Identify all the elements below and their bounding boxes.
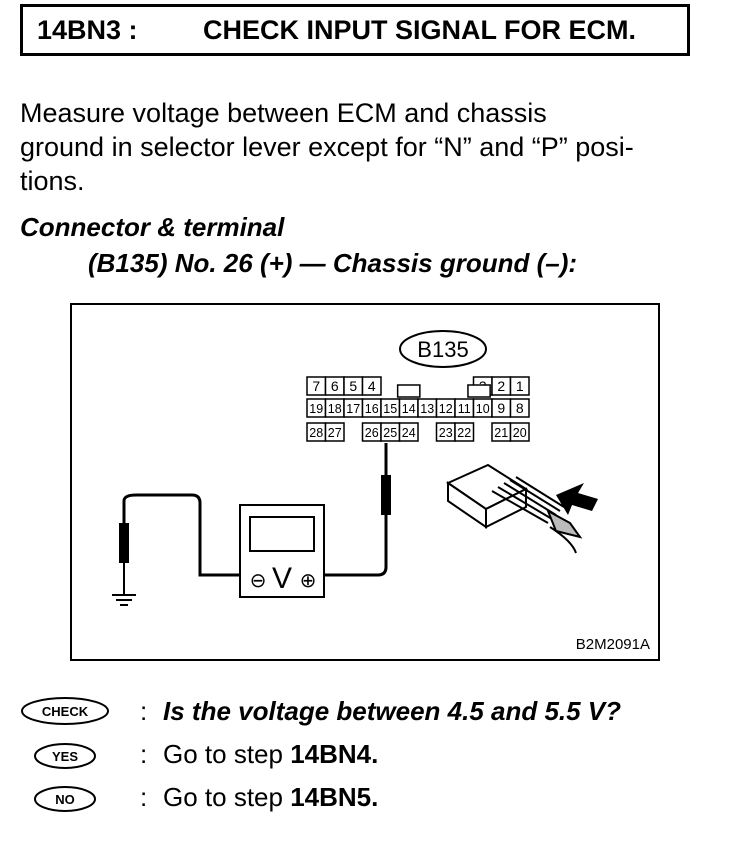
- connector-lock-tab: [467, 384, 491, 398]
- meter-plus-terminal: ⊕: [300, 568, 317, 592]
- terminal-number: 21: [494, 426, 508, 440]
- no-result: Go to step 14BN5.: [163, 782, 378, 813]
- diagram-svg: 7654321191817161514131211109828272625242…: [112, 330, 598, 606]
- terminal-number: 27: [328, 426, 342, 440]
- colon: :: [140, 782, 148, 812]
- positive-wire: [324, 515, 388, 577]
- terminal-number: 16: [365, 402, 379, 416]
- terminal-number: 8: [516, 400, 524, 416]
- instruction-line: ground in selector lever except for “N” …: [20, 132, 634, 162]
- instruction-line: tions.: [20, 166, 85, 196]
- voltmeter-icon: [239, 504, 325, 598]
- terminal-number: 10: [476, 402, 490, 416]
- probe-icon: [381, 443, 391, 515]
- terminal-cell: [361, 376, 382, 396]
- ground-symbol: [112, 563, 136, 606]
- yes-result: Go to step 14BN4.: [163, 739, 378, 770]
- yes-badge: YES: [34, 743, 96, 769]
- check-badge-label: CHECK: [42, 704, 89, 719]
- instruction-paragraph: Measure voltage between ECM and chassis …: [20, 96, 704, 198]
- connector-b135: 7654321191817161514131211109828272625242…: [306, 376, 530, 442]
- terminal-number: 2: [497, 378, 505, 394]
- check-row: CHECK : Is the voltage between 4.5 and 5…: [0, 694, 752, 734]
- terminal-cell: [509, 376, 530, 396]
- terminal-cell: [509, 422, 530, 442]
- terminal-number: 6: [331, 378, 339, 394]
- terminal-number: 12: [439, 402, 453, 416]
- instruction-line: Measure voltage between ECM and chassis: [20, 98, 547, 128]
- terminal-number: 15: [383, 402, 397, 416]
- terminal-number: 9: [497, 400, 505, 416]
- terminal-cell: [509, 398, 530, 418]
- no-row: NO : Go to step 14BN5.: [0, 780, 752, 820]
- terminal-number: 20: [513, 426, 527, 440]
- step-code: 14BN3 :: [37, 15, 138, 45]
- terminal-number: 22: [457, 426, 471, 440]
- ground-wire: [122, 493, 240, 577]
- colon: :: [140, 696, 148, 726]
- connector-label-oval: [399, 330, 487, 368]
- check-badge: CHECK: [21, 697, 109, 725]
- terminal-number: 14: [402, 402, 416, 416]
- step-title: CHECK INPUT SIGNAL FOR ECM.: [203, 15, 637, 45]
- connector-lock-tab: [396, 384, 421, 398]
- connector-heading: Connector & terminal: [20, 212, 285, 242]
- terminal-cell: [454, 422, 475, 442]
- terminal-number: 5: [349, 378, 357, 394]
- yes-step-link[interactable]: 14BN4.: [290, 739, 379, 769]
- terminal-number: 1: [516, 378, 524, 394]
- terminal-number: 26: [365, 426, 379, 440]
- arrow-icon: [556, 483, 598, 515]
- figure-id: B2M2091A: [575, 636, 650, 653]
- terminal-number: 28: [309, 426, 323, 440]
- terminal-number: 13: [420, 402, 434, 416]
- connector-label: B135: [417, 337, 468, 362]
- terminal-number: 11: [458, 402, 471, 416]
- terminal-number: 23: [439, 426, 453, 440]
- terminal-number: 25: [383, 426, 397, 440]
- colon: :: [140, 739, 148, 769]
- probe-icon: [119, 501, 129, 563]
- terminal-number: 19: [309, 402, 323, 416]
- terminal-number: 4: [368, 378, 376, 394]
- check-question: Is the voltage between 4.5 and 5.5 V?: [163, 696, 622, 726]
- terminal-cell: [324, 422, 345, 442]
- no-text: Go to step: [163, 782, 291, 812]
- step-title-box: 14BN3 : CHECK INPUT SIGNAL FOR ECM.: [20, 4, 690, 56]
- meter-symbol: V: [272, 562, 292, 595]
- connector-spec: (B135) No. 26 (+) — Chassis ground (–):: [88, 248, 578, 278]
- no-badge-label: NO: [55, 792, 75, 807]
- yes-badge-label: YES: [52, 749, 78, 764]
- no-badge: NO: [34, 786, 96, 812]
- yes-text: Go to step: [163, 739, 291, 769]
- no-step-link[interactable]: 14BN5.: [290, 782, 379, 812]
- terminal-number: 17: [346, 402, 360, 416]
- yes-row: YES : Go to step 14BN4.: [0, 737, 752, 777]
- terminal-number: 18: [328, 402, 342, 416]
- meter-minus-terminal: ⊖: [250, 568, 267, 592]
- connector-plug-icon: [445, 463, 583, 554]
- terminal-number: 7: [312, 378, 320, 394]
- terminal-number: 24: [402, 426, 416, 440]
- terminal-cell: [398, 422, 419, 442]
- wiring-diagram: 7654321191817161514131211109828272625242…: [70, 303, 660, 661]
